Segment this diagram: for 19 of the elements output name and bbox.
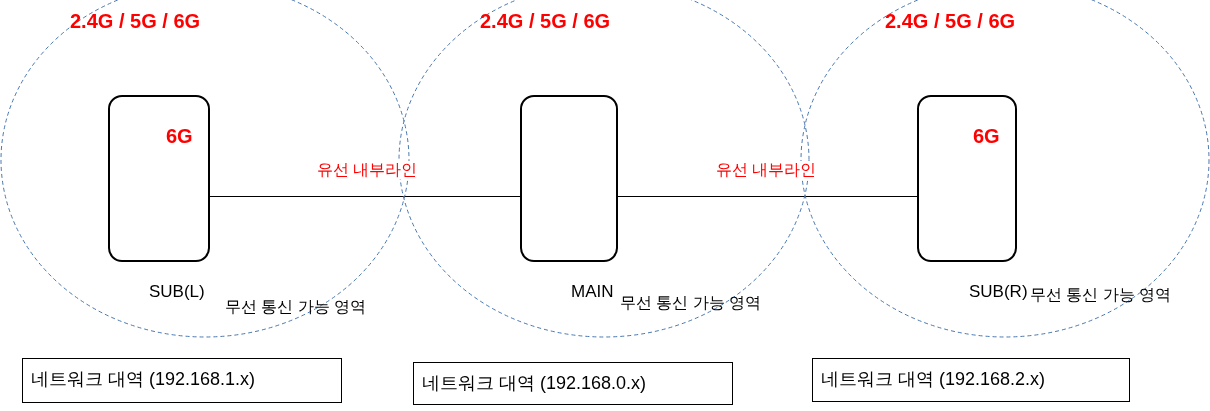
device-label: SUB(R) — [969, 282, 1028, 302]
device-label: SUB(L) — [149, 282, 205, 302]
network-box — [812, 358, 1130, 402]
connector-line — [209, 196, 521, 197]
area-caption: 무선 통신 가능 영역 — [1030, 286, 1172, 305]
area-caption: 무선 통신 가능 영역 — [225, 298, 367, 317]
connector-line — [617, 196, 918, 197]
network-label: 네트워크 대역 (192.168.2.x) — [821, 369, 1046, 390]
network-box — [22, 358, 342, 403]
band-label: 6G — [973, 125, 1000, 148]
network-label: 네트워크 대역 (192.168.1.x) — [31, 369, 256, 390]
network-box — [413, 362, 733, 405]
network-label: 네트워크 대역 (192.168.0.x) — [422, 373, 647, 394]
band-title: 2.4G / 5G / 6G — [70, 10, 201, 33]
device-label: MAIN — [571, 282, 614, 302]
band-label: 6G — [166, 125, 193, 148]
area-caption: 무선 통신 가능 영역 — [620, 294, 762, 313]
band-title: 2.4G / 5G / 6G — [480, 10, 611, 33]
band-title: 2.4G / 5G / 6G — [885, 10, 1016, 33]
